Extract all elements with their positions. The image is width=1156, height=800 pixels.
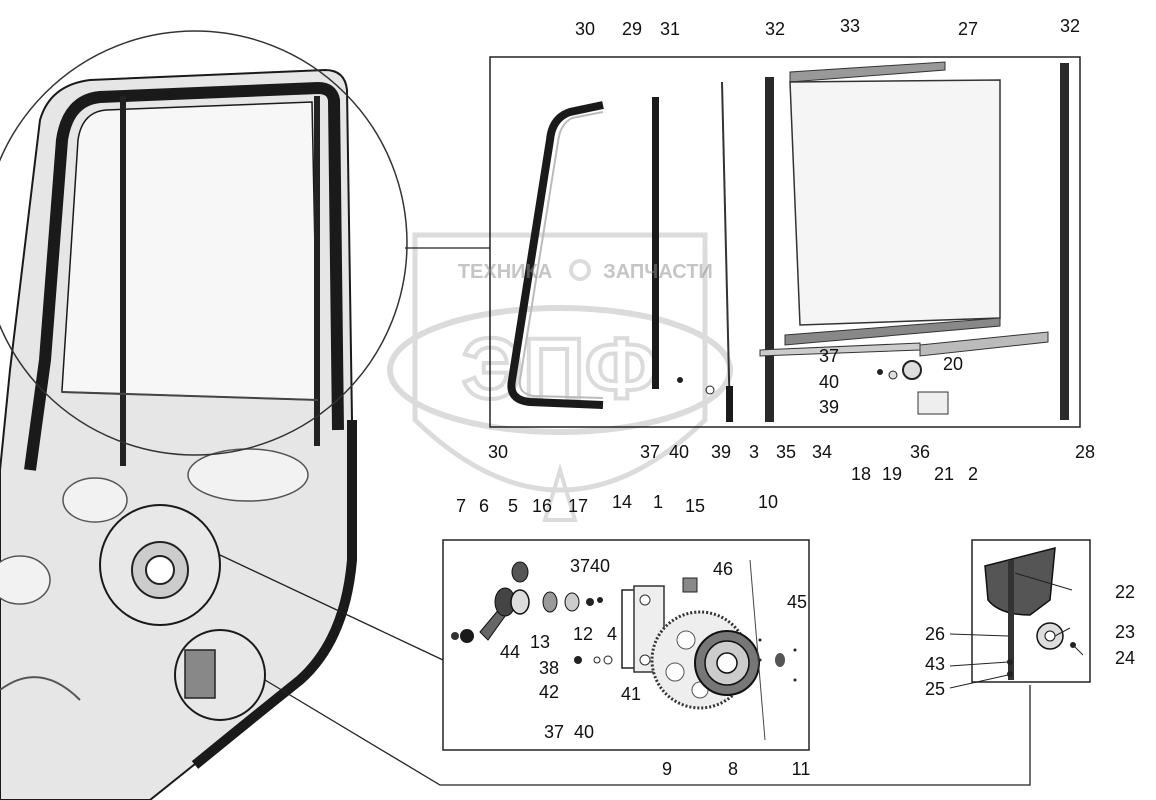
callout: 35	[776, 442, 796, 462]
window-glass-parts	[507, 61, 1069, 422]
callout: 8	[728, 759, 738, 779]
callout: 32	[765, 19, 785, 39]
callout: 36	[910, 442, 930, 462]
callout: 37	[544, 722, 564, 742]
callout: 46	[713, 559, 733, 579]
regulator-panel	[442, 539, 810, 751]
watermark-text-right: ЗАПЧАСТИ	[603, 261, 713, 283]
callout: 3740	[570, 556, 610, 576]
callout: 19	[882, 464, 902, 484]
callout: 15	[685, 496, 705, 516]
callout-labels: 30 29 31 32 33 27 32 37 40 39 20 30 37 4…	[456, 16, 1135, 779]
callout: 23	[1115, 622, 1135, 642]
callout: 21	[934, 464, 954, 484]
callout: 41	[621, 684, 641, 704]
lock-parts	[984, 547, 1076, 680]
callout: 1	[653, 492, 663, 512]
callout: 26	[925, 624, 945, 644]
lock-panel	[971, 539, 1091, 683]
leader-lines	[219, 247, 1031, 786]
callout: 9	[662, 759, 672, 779]
callout: 37	[640, 442, 660, 462]
callout: 12	[573, 624, 593, 644]
callout: 27	[958, 19, 978, 39]
callout: 34	[812, 442, 832, 462]
callout: 18	[851, 464, 871, 484]
callout: 37	[819, 346, 839, 366]
callout: 29	[622, 19, 642, 39]
callout: 32	[1060, 16, 1080, 36]
callout: 40	[819, 372, 839, 392]
cab-door	[0, 68, 357, 800]
callout: 44	[500, 642, 520, 662]
callout: 20	[943, 354, 963, 374]
callout: 43	[925, 654, 945, 674]
callout: 7	[456, 496, 466, 516]
callout: 31	[660, 19, 680, 39]
gear-icon	[569, 259, 591, 281]
callout: 30	[575, 19, 595, 39]
regulator-parts	[451, 559, 797, 741]
callout: 24	[1115, 648, 1135, 668]
callout: 16	[532, 496, 552, 516]
callout: 2	[968, 464, 978, 484]
callout: 42	[539, 682, 559, 702]
callout: 13	[530, 632, 550, 652]
window-glass-panel	[489, 56, 1081, 428]
callout-leaders	[949, 572, 1084, 689]
callout: 28	[1075, 442, 1095, 462]
callout: 6	[479, 496, 489, 516]
callout: 39	[819, 397, 839, 417]
callout: 30	[488, 442, 508, 462]
callout: 25	[925, 679, 945, 699]
callout: 14	[612, 492, 632, 512]
callout: 10	[758, 492, 778, 512]
callout: 3	[749, 442, 759, 462]
callout: 17	[568, 496, 588, 516]
callout: 40	[669, 442, 689, 462]
callout: 5	[508, 496, 518, 516]
callout: 40	[574, 722, 594, 742]
callout: 33	[840, 16, 860, 36]
callout: 4	[607, 624, 617, 644]
callout: 11	[792, 759, 811, 779]
callout: 45	[787, 592, 807, 612]
callout: 39	[711, 442, 731, 462]
window-detail-circle	[0, 30, 408, 456]
callout: 38	[539, 658, 559, 678]
callout: 22	[1115, 582, 1135, 602]
watermark-text-left: ТЕХНИКА	[458, 261, 552, 283]
